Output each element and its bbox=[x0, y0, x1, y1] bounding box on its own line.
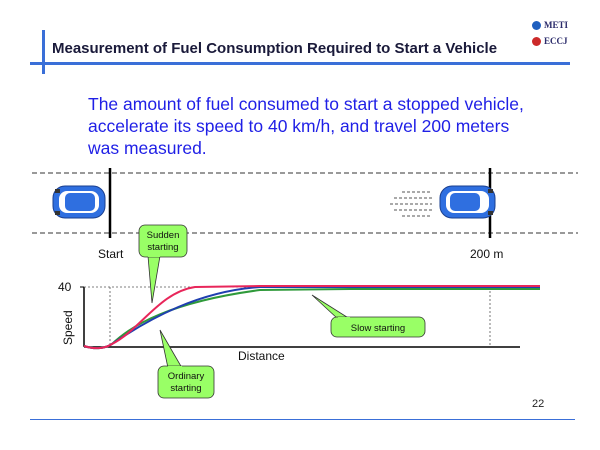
slide-title: Measurement of Fuel Consumption Required… bbox=[52, 40, 498, 57]
eccj-logo-icon bbox=[532, 36, 541, 46]
y-tick-label: 40 bbox=[58, 280, 72, 294]
car-finish-icon bbox=[439, 185, 496, 219]
meti-logo: METI bbox=[532, 20, 568, 30]
callout-ordinary-text-2: starting bbox=[170, 383, 201, 394]
callout-slow-text: Slow starting bbox=[351, 323, 405, 334]
callout-slow-starting: Slow starting bbox=[311, 294, 426, 338]
page-number: 22 bbox=[532, 398, 545, 410]
title-accent-vertical bbox=[42, 30, 45, 74]
distance-label-200m: 200 m bbox=[470, 247, 503, 261]
eccj-logo-text: ECCJ bbox=[544, 36, 568, 46]
x-axis-label: Distance bbox=[238, 349, 285, 363]
callout-sudden-text-2: starting bbox=[147, 242, 178, 253]
sudden-starting-curve bbox=[83, 285, 540, 350]
callout-ordinary-starting: Ordinary starting bbox=[157, 329, 215, 399]
motion-lines bbox=[390, 191, 432, 217]
callout-sudden-text-1: Sudden bbox=[147, 230, 180, 241]
meti-logo-text: METI bbox=[544, 20, 569, 30]
footer-rule bbox=[30, 419, 575, 420]
callout-ordinary-text-1: Ordinary bbox=[168, 371, 205, 382]
intro-text: The amount of fuel consumed to start a s… bbox=[88, 94, 524, 158]
eccj-logo: ECCJ bbox=[532, 36, 568, 46]
meti-logo-icon bbox=[532, 20, 541, 30]
title-underline bbox=[30, 62, 570, 65]
start-label: Start bbox=[98, 247, 124, 261]
car-start-icon bbox=[52, 185, 106, 219]
y-axis-label: Speed bbox=[61, 310, 75, 345]
callout-sudden-starting: Sudden starting bbox=[138, 224, 188, 304]
